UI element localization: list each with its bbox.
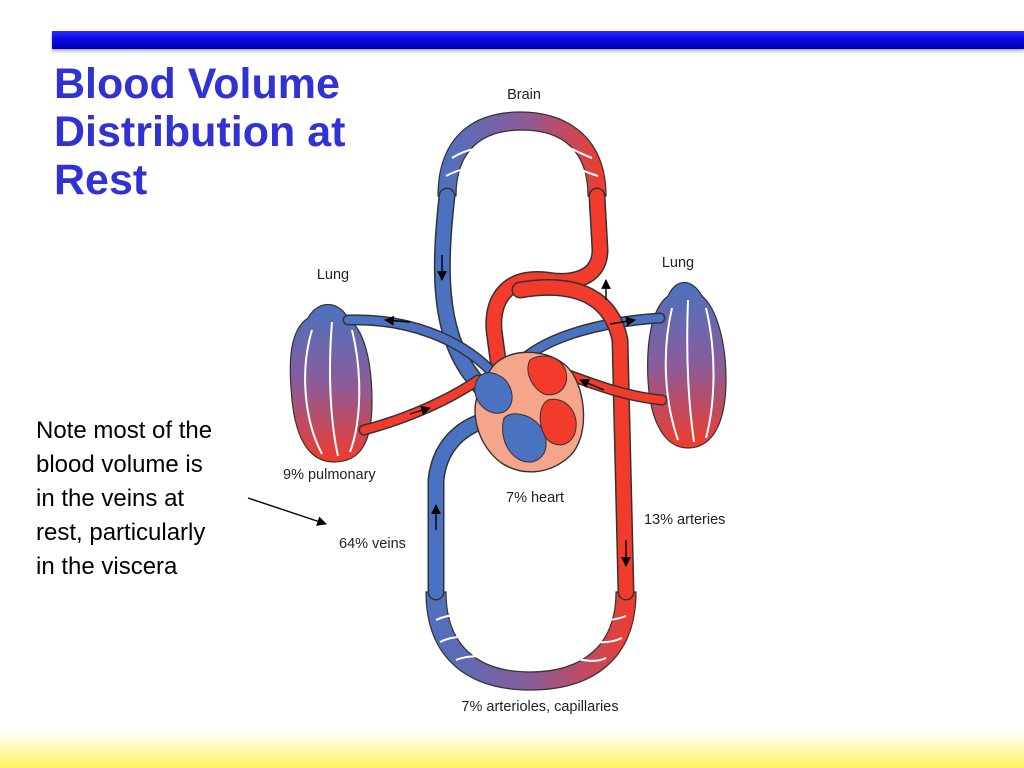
label-arteries: 13% arteries [644,512,725,528]
note-line-3: in the veins at [36,485,185,512]
lung-right-capillary-bed [647,281,727,449]
title-line-2: Distribution at [54,108,346,156]
flow-arrows [384,255,636,567]
note-line-2: blood volume is [36,451,203,478]
note-line-5: in the viscera [36,553,178,580]
title-line-3: Rest [54,156,148,204]
label-veins: 64% veins [339,536,406,552]
slide-title: Blood Volume Distribution at Rest [54,60,345,204]
label-pulmonary: 9% pulmonary [283,467,376,483]
top-accent-bar [52,31,1024,49]
label-lung-right: Lung [662,255,694,271]
bottom-accent-band [0,730,1024,768]
brain-capillary-bed [437,111,607,197]
lung-left-capillary-bed [289,303,373,463]
note-pointer-arrow [247,497,327,526]
heart [474,351,585,473]
note-line-1: Note most of the [36,417,213,444]
side-note: Note most of the blood volume is in the … [36,414,266,584]
note-line-4: rest, particularly [36,519,206,546]
title-line-1: Blood Volume [54,60,340,108]
label-brain: Brain [507,87,541,103]
label-capillaries: 7% arterioles, capillaries [461,699,618,715]
label-lung-left: Lung [317,267,349,283]
label-heart: 7% heart [506,490,564,506]
body-capillary-bed [425,591,637,691]
